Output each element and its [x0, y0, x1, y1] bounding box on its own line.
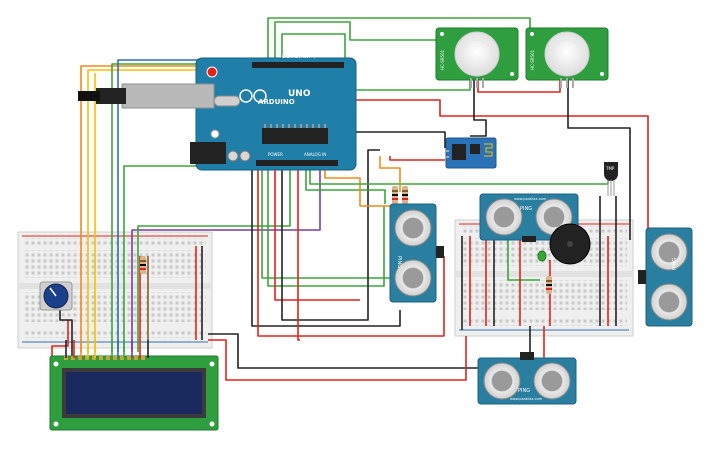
wire-orange-3 [379, 156, 401, 192]
wire-green-4 [261, 168, 398, 279]
wire-red-pir-2 [477, 80, 561, 93]
arduino-digital-label: DIGITAL (PWM~) [282, 54, 316, 59]
ultrasonic-sensor-top: PING www.parallax.com [479, 193, 579, 242]
wire-green-rb-1 [507, 236, 540, 281]
wire-black-pir [567, 80, 631, 240]
piezo-buzzer [549, 223, 591, 265]
wire-yellow-2 [94, 73, 96, 352]
wire-green-5 [267, 168, 385, 287]
esp01-module [445, 137, 497, 169]
ultrasonic-bottom-brand: PING [518, 388, 530, 394]
ultrasonic-sensor-right: PING [638, 227, 693, 327]
wire-red-5 [208, 336, 467, 381]
wire-yellow-1 [87, 69, 200, 352]
ultrasonic-top-brand: PING [520, 206, 532, 212]
temp-sensor-label: TMP [605, 166, 615, 171]
wire-green-3 [137, 168, 291, 352]
wire-purple-1 [131, 170, 321, 352]
wire-orange-2 [324, 168, 390, 207]
wire-red-4 [389, 156, 445, 161]
usb-connector [121, 83, 215, 109]
arduino-analog-label: ANALOG IN [304, 152, 326, 157]
digital-header [252, 62, 344, 68]
wire-black-4 [208, 333, 520, 369]
ultrasonic-sensor-bottom: PING www.parallax.com [477, 352, 577, 405]
arduino-uno: ARDUINO UNO DIGITAL (PWM~) POWER ANALOG … [78, 54, 357, 171]
ultrasonic-top-site: www.parallax.com [514, 197, 547, 201]
wire-green-pir-1 [274, 21, 440, 60]
power-jack [190, 142, 226, 164]
wire-black-lb-2 [59, 306, 73, 360]
ultrasonic-sensor-center: PING [389, 203, 444, 303]
wire-green-1 [111, 63, 200, 352]
wire-red-3 [297, 168, 300, 341]
wire-red-1 [257, 168, 445, 337]
pir-sensor-left: HC-SR501 [435, 27, 519, 88]
arduino-logo-model: UNO [288, 89, 311, 99]
arduino-logo-brand: ARDUINO [258, 98, 295, 106]
reset-button[interactable] [206, 66, 218, 78]
wire-green-7 [309, 168, 609, 185]
atmega-chip [262, 128, 328, 144]
usb-cable [96, 88, 126, 104]
resistors [140, 186, 552, 294]
potentiometer [39, 281, 73, 311]
wire-red-2 [274, 168, 360, 301]
wire-black-2 [281, 149, 380, 321]
wire-green-6 [305, 168, 386, 204]
lcd-16x2 [49, 355, 219, 431]
temperature-sensor: TMP [604, 162, 618, 196]
pir-sensor-right: HC-SR501 [525, 27, 609, 88]
wire-green-2 [123, 165, 196, 352]
lcd-pin-wires [65, 340, 149, 358]
wire-red-lb-2 [51, 320, 69, 358]
wire-black-pir-2 [470, 80, 487, 137]
ultrasonic-right-brand: PING [672, 258, 678, 270]
ultrasonic-center-brand: PING [396, 256, 402, 268]
led-green [537, 250, 547, 262]
pir-left-label: HC-SR501 [440, 49, 445, 70]
wire-black-1 [251, 168, 401, 327]
ultrasonic-bottom-site: www.parallax.com [510, 397, 543, 401]
wire-orange-1 [80, 65, 200, 352]
power-analog-header [256, 160, 338, 166]
pir-right-label: HC-SR501 [530, 49, 535, 70]
wire-blue-1 [117, 59, 200, 352]
breadboard-left [17, 231, 213, 349]
arduino-power-label: POWER [268, 152, 283, 157]
